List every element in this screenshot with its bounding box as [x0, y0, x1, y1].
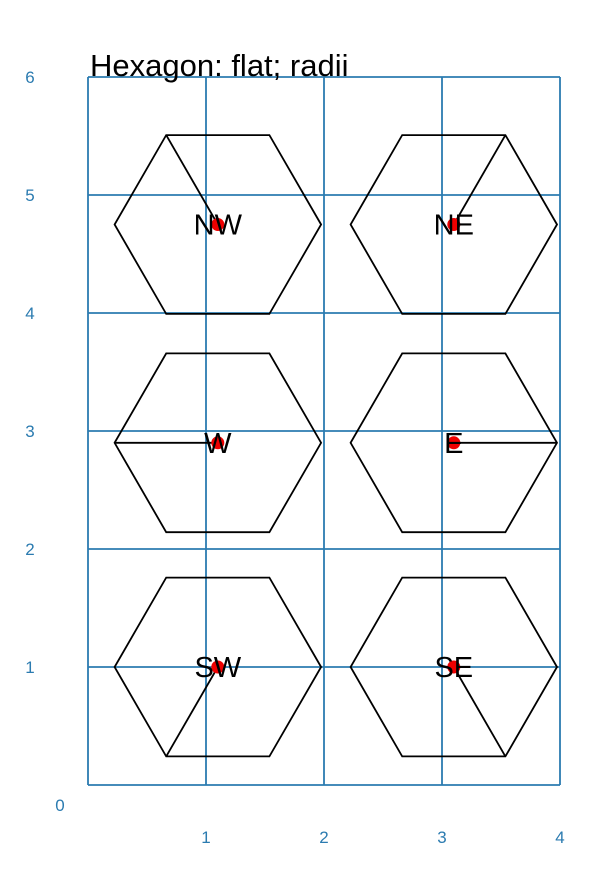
hexagon-label: SE [434, 652, 473, 684]
axis-ticks: 1 2 3 4 0 1 2 3 4 5 6 [25, 68, 564, 847]
hexagon-outline [113, 576, 323, 758]
hexagon-label: E [444, 428, 463, 460]
y-tick-label: 5 [25, 186, 34, 205]
x-tick-label: 2 [319, 828, 328, 847]
center-dot [211, 660, 225, 674]
y-tick-label: 4 [25, 304, 34, 323]
center-dot [447, 436, 461, 450]
radius-line [165, 134, 219, 225]
hexagon-ne: NE [349, 134, 559, 315]
center-dot [211, 218, 225, 231]
hexagon-label: NW [194, 210, 243, 242]
hexagon-label: W [204, 428, 232, 460]
center-dot [211, 436, 225, 450]
x-tick-label: 1 [201, 828, 210, 847]
hexagon-label: SW [194, 652, 241, 684]
hexagon-nw: NW [113, 134, 323, 315]
center-dot [447, 218, 461, 231]
y-tick-label: 6 [25, 68, 34, 87]
hexagons: NW NE W E SW SE [113, 134, 559, 758]
hexagon-w: W [113, 352, 323, 534]
y-tick-label: 0 [55, 796, 64, 815]
diagram-title: Hexagon: flat; radii [90, 48, 348, 83]
x-tick-label: 4 [555, 828, 564, 847]
hexagon-label: NE [434, 210, 474, 242]
y-tick-label: 1 [25, 658, 34, 677]
hexagon-outline [113, 134, 323, 315]
hexagon-se: SE [349, 576, 559, 758]
center-dot [447, 660, 461, 674]
radius-line [453, 134, 507, 225]
hexagon-e: E [349, 352, 559, 534]
y-tick-label: 2 [25, 540, 34, 559]
radius-line [453, 666, 507, 757]
hexagon-sw: SW [113, 576, 323, 758]
y-tick-label: 3 [25, 422, 34, 441]
grid [87, 76, 561, 786]
hexagon-outline [349, 352, 559, 534]
x-tick-label: 3 [437, 828, 446, 847]
radius-line [165, 666, 219, 757]
